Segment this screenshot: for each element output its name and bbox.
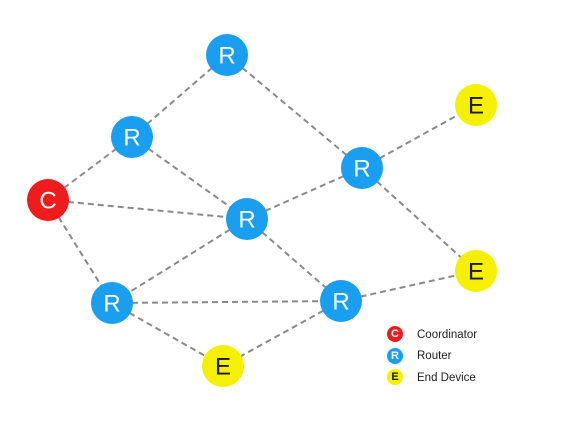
link-r_upper_left-r_center bbox=[131, 136, 248, 220]
link-r_top-r_right bbox=[226, 54, 363, 169]
link-r_lower_left-e_bottom bbox=[111, 302, 224, 367]
link-r_lower_mid-e_bottom bbox=[222, 300, 342, 367]
legend-swatch-end-device bbox=[387, 369, 403, 385]
node-label: E bbox=[468, 259, 484, 286]
node-r-center: R bbox=[226, 198, 268, 240]
legend-label-router: Router bbox=[417, 350, 452, 362]
link-c1-r_upper_left bbox=[47, 136, 133, 201]
link-r_lower_mid-e_right bbox=[340, 270, 477, 302]
legend-swatch-coordinator bbox=[387, 326, 403, 342]
node-r-upper-left: R bbox=[111, 116, 153, 158]
legend-letter-router: R bbox=[391, 350, 399, 362]
node-label: C bbox=[39, 188, 56, 215]
node-label: R bbox=[123, 125, 140, 152]
router-circle bbox=[206, 34, 248, 76]
node-label: R bbox=[238, 207, 255, 234]
legend-letter-end-device: E bbox=[391, 371, 398, 383]
node-r-top: R bbox=[206, 34, 248, 76]
router-circle bbox=[226, 198, 268, 240]
network-links bbox=[47, 54, 477, 367]
link-c1-r_center bbox=[47, 199, 248, 220]
router-circle bbox=[320, 280, 362, 322]
node-e-right: E bbox=[455, 250, 497, 292]
node-label: E bbox=[468, 93, 484, 120]
link-r_right-e_top_right bbox=[361, 104, 477, 169]
router-circle bbox=[111, 116, 153, 158]
node-label: R bbox=[332, 289, 349, 316]
end-device-circle bbox=[202, 345, 244, 387]
node-label: R bbox=[103, 291, 120, 318]
node-e-top-right: E bbox=[455, 84, 497, 126]
node-c1: C bbox=[27, 179, 69, 221]
legend-item-router: R Router bbox=[387, 348, 452, 364]
legend-label-end-device: End Device bbox=[417, 372, 476, 384]
end-device-circle bbox=[455, 250, 497, 292]
legend-item-coordinator: C Coordinator bbox=[387, 326, 477, 342]
legend-swatch-router bbox=[387, 348, 403, 364]
node-r-lower-left: R bbox=[91, 282, 133, 324]
node-label: R bbox=[218, 43, 235, 70]
legend-letter-coordinator: C bbox=[391, 328, 399, 340]
legend-label-coordinator: Coordinator bbox=[417, 329, 477, 341]
node-e-bottom: E bbox=[202, 345, 244, 387]
node-r-lower-mid: R bbox=[320, 280, 362, 322]
legend: C Coordinator R Router E End Device bbox=[387, 326, 477, 385]
router-circle bbox=[91, 282, 133, 324]
link-r_right-e_right bbox=[361, 167, 477, 272]
legend-item-end-device: E End Device bbox=[387, 369, 476, 385]
node-label: E bbox=[215, 354, 231, 381]
node-label: R bbox=[353, 156, 370, 183]
coordinator-circle bbox=[27, 179, 69, 221]
link-r_lower_left-r_lower_mid bbox=[111, 300, 342, 304]
node-r-right: R bbox=[341, 147, 383, 189]
end-device-circle bbox=[455, 84, 497, 126]
link-r_center-r_lower_left bbox=[111, 218, 248, 304]
router-circle bbox=[341, 147, 383, 189]
